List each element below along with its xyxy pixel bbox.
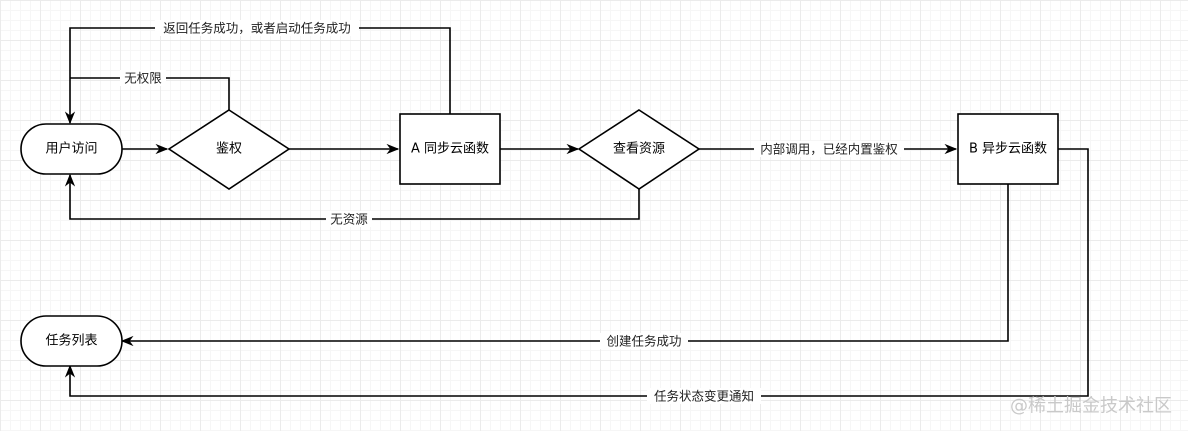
watermark-text: @稀土掘金技术社区 [1010, 396, 1172, 417]
node-check-resource-label: 查看资源 [613, 141, 665, 157]
node-func-a-label: A 同步云函数 [411, 142, 489, 157]
edge-label-no-permission: 无权限 [124, 71, 162, 86]
node-auth-shape [167, 109, 291, 190]
edge-label-internal-call: 内部调用，已经内置鉴权 [760, 142, 898, 157]
edge-label-create-success: 创建任务成功 [606, 334, 681, 349]
edge-label-return-success: 返回任务成功，或者启动任务成功 [163, 21, 351, 36]
node-task-list-label: 任务列表 [45, 333, 97, 349]
node-func-a-shape [399, 113, 501, 185]
edge-create-success [120, 184, 1009, 347]
node-check-resource-shape [577, 109, 701, 190]
node-user-access-shape [20, 123, 123, 175]
edge-status-notify [64, 148, 1089, 397]
node-task-list-shape [20, 315, 123, 367]
edge-label-no-resource: 无资源 [330, 212, 368, 227]
node-auth-label: 鉴权 [216, 141, 242, 157]
edge-label-status-notify: 任务状态变更通知 [654, 389, 754, 404]
node-func-b-label: B 异步云函数 [969, 142, 1047, 157]
node-user-access-label: 用户访问 [45, 141, 97, 157]
node-func-b-shape [957, 113, 1059, 185]
